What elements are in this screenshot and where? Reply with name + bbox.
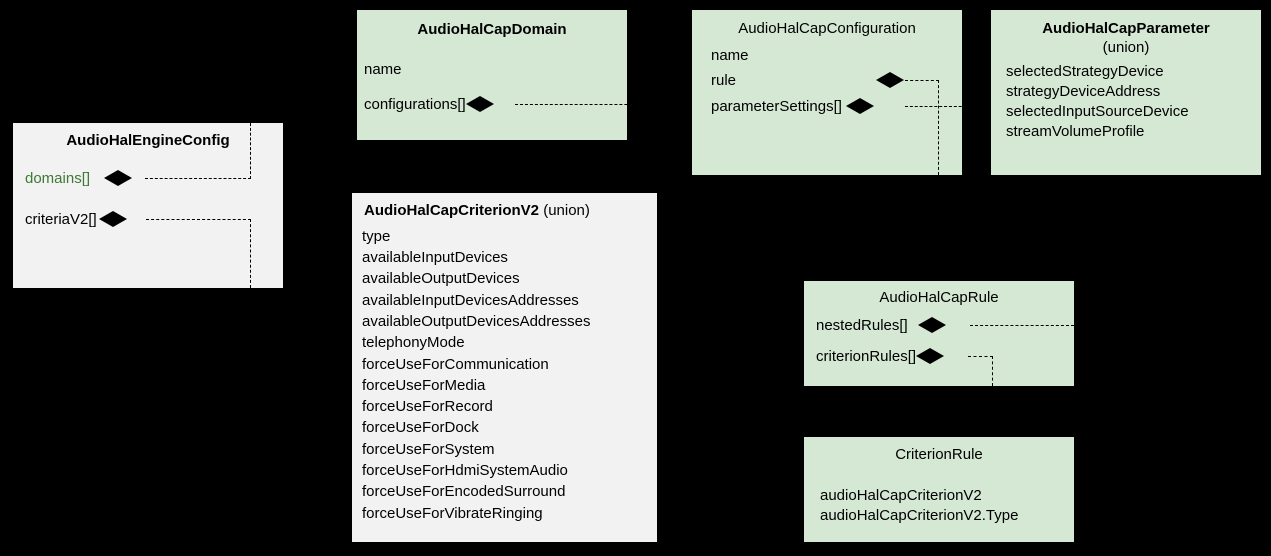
- aggregation-diamond-icon: [876, 72, 904, 88]
- attribute-row-parametersettings[interactable]: parameterSettings[]: [711, 98, 874, 114]
- class-title-audiohalcaprule: AudioHalCapRule: [879, 289, 999, 306]
- attribute-label-configurations: configurations[]: [364, 95, 466, 113]
- aggregation-diamond-icon: [917, 317, 946, 333]
- attribute-label-name: name: [364, 61, 402, 78]
- aggregation-diamond-icon: [104, 170, 133, 186]
- attribute-row-name-domain: name: [364, 62, 402, 77]
- attribute-row-criterionrules[interactable]: criterionRules[]: [816, 347, 945, 365]
- aggregation-diamond-icon: [465, 96, 494, 112]
- class-union-label: (union): [543, 202, 590, 219]
- aggregation-diamond-icon: [916, 348, 945, 364]
- connector-criterionrules-horizontal: [968, 356, 993, 357]
- attribute-label-telephonymode: telephonyMode: [362, 334, 465, 352]
- class-title-audiohalcapconfiguration: AudioHalCapConfiguration: [738, 20, 916, 37]
- attribute-label-forceusefordock: forceUseForDock: [362, 419, 479, 437]
- connector-domains-vertical: [250, 123, 251, 179]
- attribute-label-audiohalcapcriterionv2-type: audioHalCapCriterionV2.Type: [820, 506, 1019, 524]
- class-box-audiohalcaprule[interactable]: AudioHalCapRule: [804, 281, 1074, 386]
- attribute-label-criteriav2: criteriaV2[]: [25, 210, 97, 228]
- aggregation-diamond-icon: [845, 98, 874, 114]
- attribute-label-availableoutputdevices: availableOutputDevices: [362, 270, 520, 288]
- class-union-label-audiohalcapparameter: (union): [1102, 38, 1150, 56]
- attribute-label-selectedinputsourcedevice: selectedInputSourceDevice: [1006, 102, 1189, 120]
- attribute-label-rule: rule: [711, 72, 737, 89]
- attribute-label-forceuseforhdmisystemaudio: forceUseForHdmiSystemAudio: [362, 462, 568, 480]
- class-box-audiohalcapdomain[interactable]: AudioHalCapDomain: [357, 10, 627, 140]
- attribute-label-criterionrules: criterionRules[]: [816, 347, 917, 365]
- attribute-label-name: name: [711, 47, 749, 64]
- attribute-label-parametersettings: parameterSettings[]: [711, 97, 842, 115]
- connector-domains-horizontal: [145, 178, 251, 179]
- attribute-label-forceuseforsystem: forceUseForSystem: [362, 440, 495, 458]
- attribute-label-forceuseforencodedsurround: forceUseForEncodedSurround: [362, 483, 566, 501]
- attribute-label-availableinputdevicesaddresses: availableInputDevicesAddresses: [362, 291, 579, 309]
- class-title-audiohalengineconfig: AudioHalEngineConfig: [66, 132, 230, 149]
- class-title-criterionrule: CriterionRule: [895, 446, 983, 463]
- aggregation-diamond-icon: [98, 211, 127, 227]
- attribute-label-domains: domains[]: [25, 169, 91, 187]
- attribute-row-rule[interactable]: rule: [711, 72, 904, 89]
- attribute-row-configurations[interactable]: configurations[]: [364, 96, 494, 112]
- connector-parametersettings-horizontal: [905, 106, 991, 107]
- class-box-audiohalcapparameter[interactable]: AudioHalCapParameter (union) selectedStr…: [991, 10, 1261, 175]
- connector-criteriav2-horizontal: [146, 219, 251, 220]
- attribute-row-domains[interactable]: domains[]: [25, 169, 133, 187]
- class-box-criterionrule[interactable]: CriterionRule audioHalCapCriterionV2 aud…: [804, 437, 1074, 542]
- connector-nestedrules-horizontal: [970, 325, 1074, 326]
- attribute-label-selectedstrategydevice: selectedStrategyDevice: [1006, 62, 1164, 80]
- attribute-label-availableinputdevices: availableInputDevices: [362, 249, 508, 267]
- connector-criterionrules-vertical: [992, 356, 993, 386]
- class-title-text: AudioHalCapCriterionV2: [364, 202, 540, 219]
- class-title-audiohalcapparameter: AudioHalCapParameter: [1042, 20, 1210, 37]
- attribute-label-audiohalcapcriterionv2: audioHalCapCriterionV2: [820, 486, 982, 504]
- class-title-audiohalcapdomain: AudioHalCapDomain: [417, 21, 567, 38]
- attribute-label-availableoutputdevicesaddresses: availableOutputDevicesAddresses: [362, 312, 591, 330]
- class-box-audiohalcapconfiguration[interactable]: AudioHalCapConfiguration: [692, 10, 962, 175]
- connector-rule-horizontal: [905, 80, 939, 81]
- attribute-label-forceuseforcommunication: forceUseForCommunication: [362, 355, 549, 373]
- attribute-label-nestedrules: nestedRules[]: [816, 316, 908, 334]
- attribute-row-criteriav2[interactable]: criteriaV2[]: [25, 211, 127, 227]
- attribute-row-nestedrules[interactable]: nestedRules[]: [816, 317, 946, 333]
- connector-rule-vertical: [938, 80, 939, 175]
- attribute-label-forceuseforrecord: forceUseForRecord: [362, 398, 493, 416]
- attribute-label-type: type: [362, 227, 391, 245]
- attribute-label-forceuseformedia: forceUseForMedia: [362, 376, 486, 394]
- attribute-label-forceuseforvibrateringing: forceUseForVibrateRinging: [362, 504, 543, 522]
- connector-configurations-horizontal: [515, 104, 692, 105]
- class-title-audiohalcapcriterionv2: AudioHalCapCriterionV2 (union): [352, 202, 657, 221]
- attribute-label-strategydeviceaddress: strategyDeviceAddress: [1006, 82, 1161, 100]
- class-box-audiohalengineconfig[interactable]: AudioHalEngineConfig: [13, 123, 283, 288]
- connector-criteriav2-vertical: [250, 219, 251, 288]
- class-box-audiohalcapcriterionv2[interactable]: AudioHalCapCriterionV2 (union) type avai…: [352, 193, 657, 542]
- attribute-label-streamvolumeprofile: streamVolumeProfile: [1006, 122, 1145, 140]
- attribute-row-name-config: name: [711, 48, 749, 63]
